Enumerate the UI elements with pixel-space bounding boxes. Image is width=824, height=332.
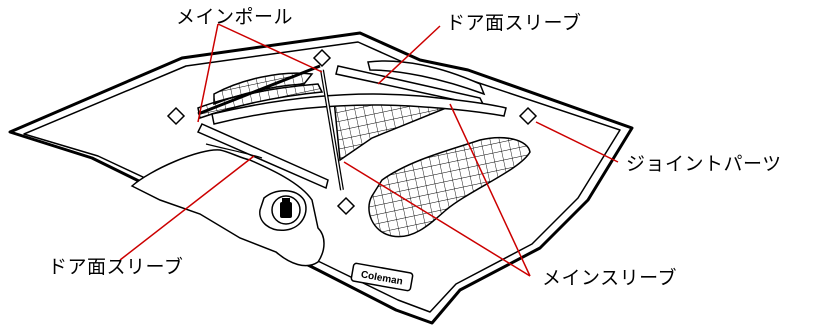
- mesh-panel-right: [368, 136, 531, 238]
- label-door-sleeve-top: ドア面スリーブ: [446, 12, 582, 34]
- door-panel: [130, 149, 325, 267]
- lantern-logo-icon: [271, 195, 301, 225]
- main-sleeve-shape: [211, 93, 507, 125]
- brand-badge: Coleman: [350, 262, 414, 292]
- joint-part-icon: [166, 48, 538, 216]
- mesh-panel-top-left-2: [197, 83, 324, 119]
- main-pole-shapes: [197, 64, 344, 191]
- label-main-sleeve: メインスリーブ: [542, 267, 677, 289]
- label-door-sleeve-bottom: ドア面スリーブ: [48, 256, 184, 278]
- leader-lines: [119, 23, 619, 277]
- door-sleeve-bottom-shape: [196, 123, 329, 190]
- label-main-pole: メインポール: [176, 6, 294, 28]
- label-joint-parts: ジョイントパーツ: [626, 153, 782, 175]
